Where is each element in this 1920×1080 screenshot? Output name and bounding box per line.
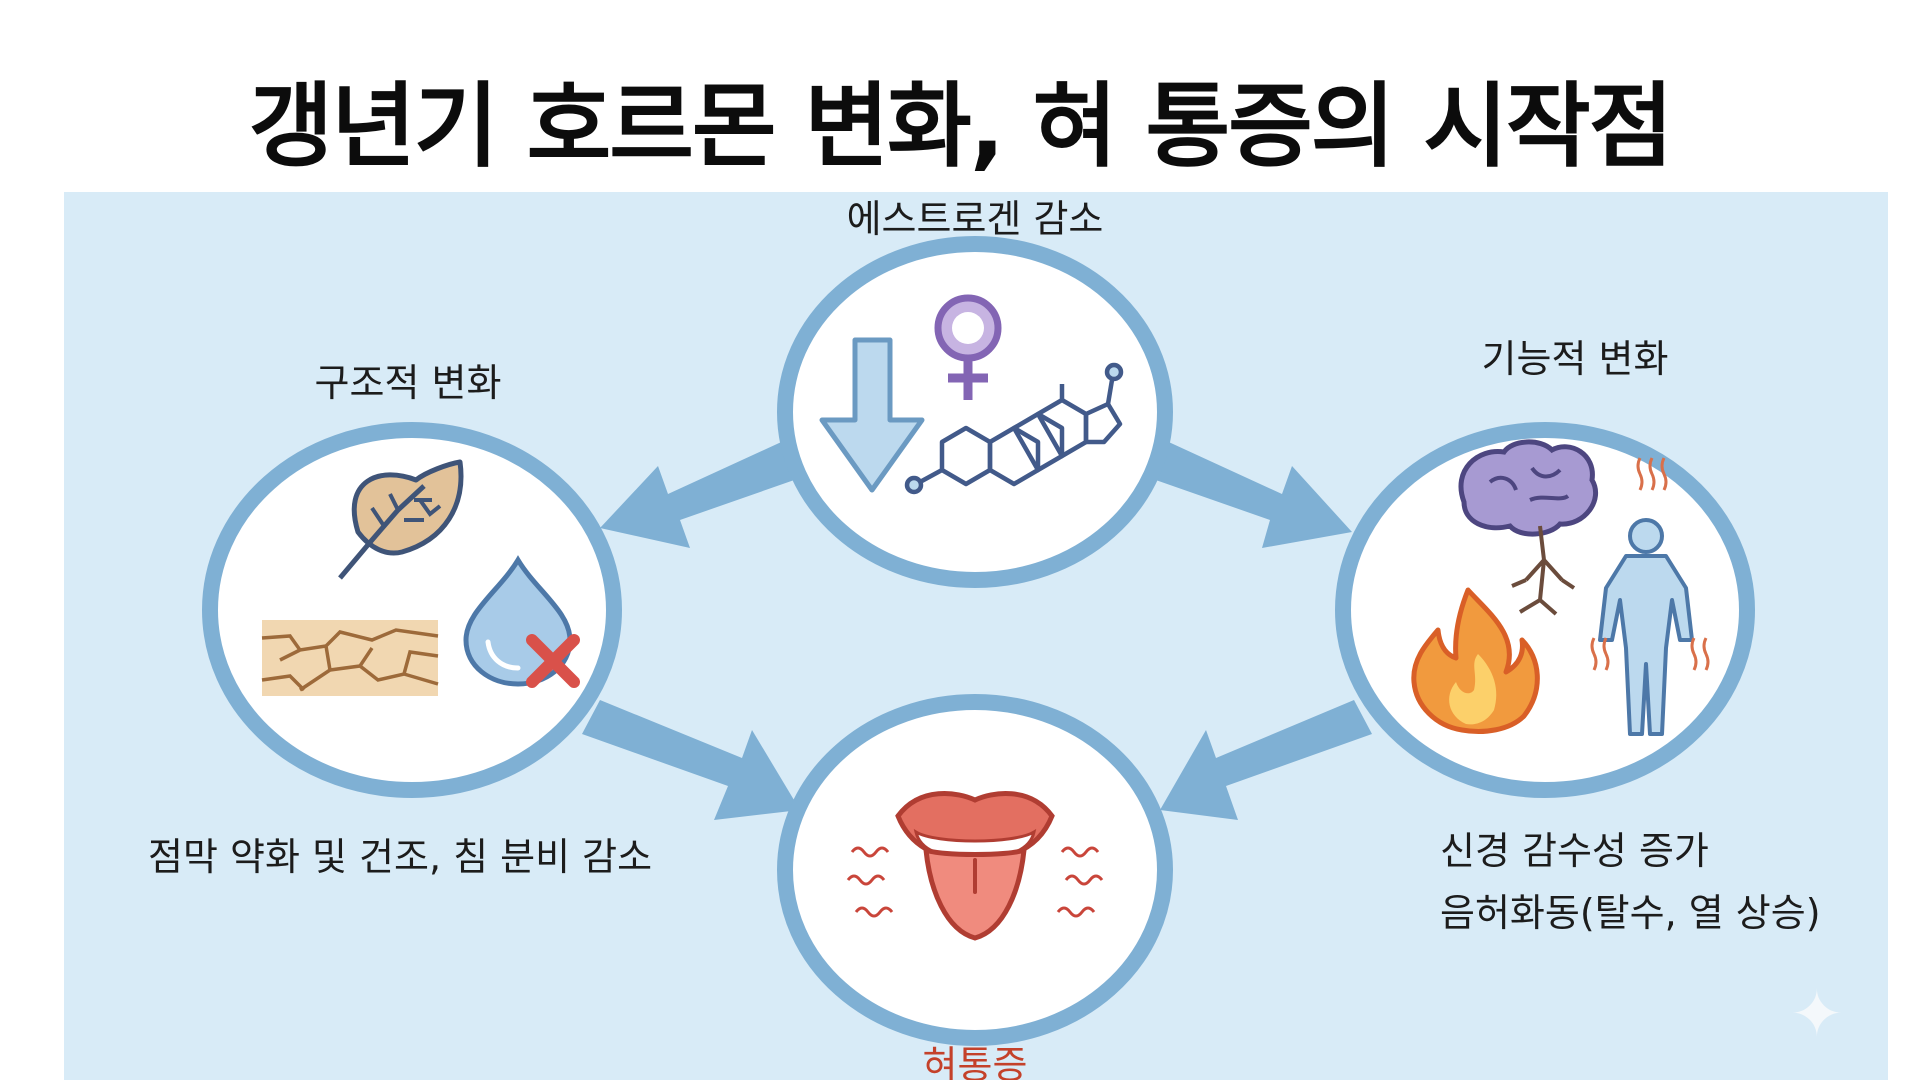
node-bottom-label: 혀통증 [922,1043,1028,1080]
dry-leaf-icon [338,459,464,580]
arrow-right-to-bottom [1160,700,1372,820]
tongue-icon [846,791,1104,941]
cracked-ground-icon [261,620,439,696]
right-detail-annotation: 신경 감수성 증가 음허화동(탈수, 열 상승) [1440,820,1821,944]
brain-nerves-icon [1458,439,1599,616]
page-title: 갱년기 호르몬 변화, 혀 통증의 시작점 [248,73,1674,180]
flame-icon [1411,587,1540,734]
node-left-label: 구조적 변화 [314,361,502,405]
arrow-top-to-left [600,438,800,548]
female-symbol-icon [934,294,1002,400]
left-detail-annotation: 점막 약화 및 건조, 침 분비 감소 [148,835,653,879]
node-left-circle [202,422,622,798]
human-body-heat-icon [1590,457,1710,736]
arrow-top-to-right [1150,438,1352,548]
water-drop-x-icon [463,555,580,688]
down-arrow-icon [819,337,925,493]
node-top-label: 에스트로겐 감소 [846,197,1104,241]
arrow-left-to-bottom [582,700,800,820]
right-detail-line-1: 신경 감수성 증가 [1440,829,1709,873]
sparkle-icon: ✦ [1790,978,1844,1052]
node-top-circle [777,236,1173,588]
right-detail-line-2: 음허화동(탈수, 열 상승) [1440,891,1821,935]
node-right-label: 기능적 변화 [1481,337,1669,381]
estrogen-molecule-icon [904,362,1124,495]
